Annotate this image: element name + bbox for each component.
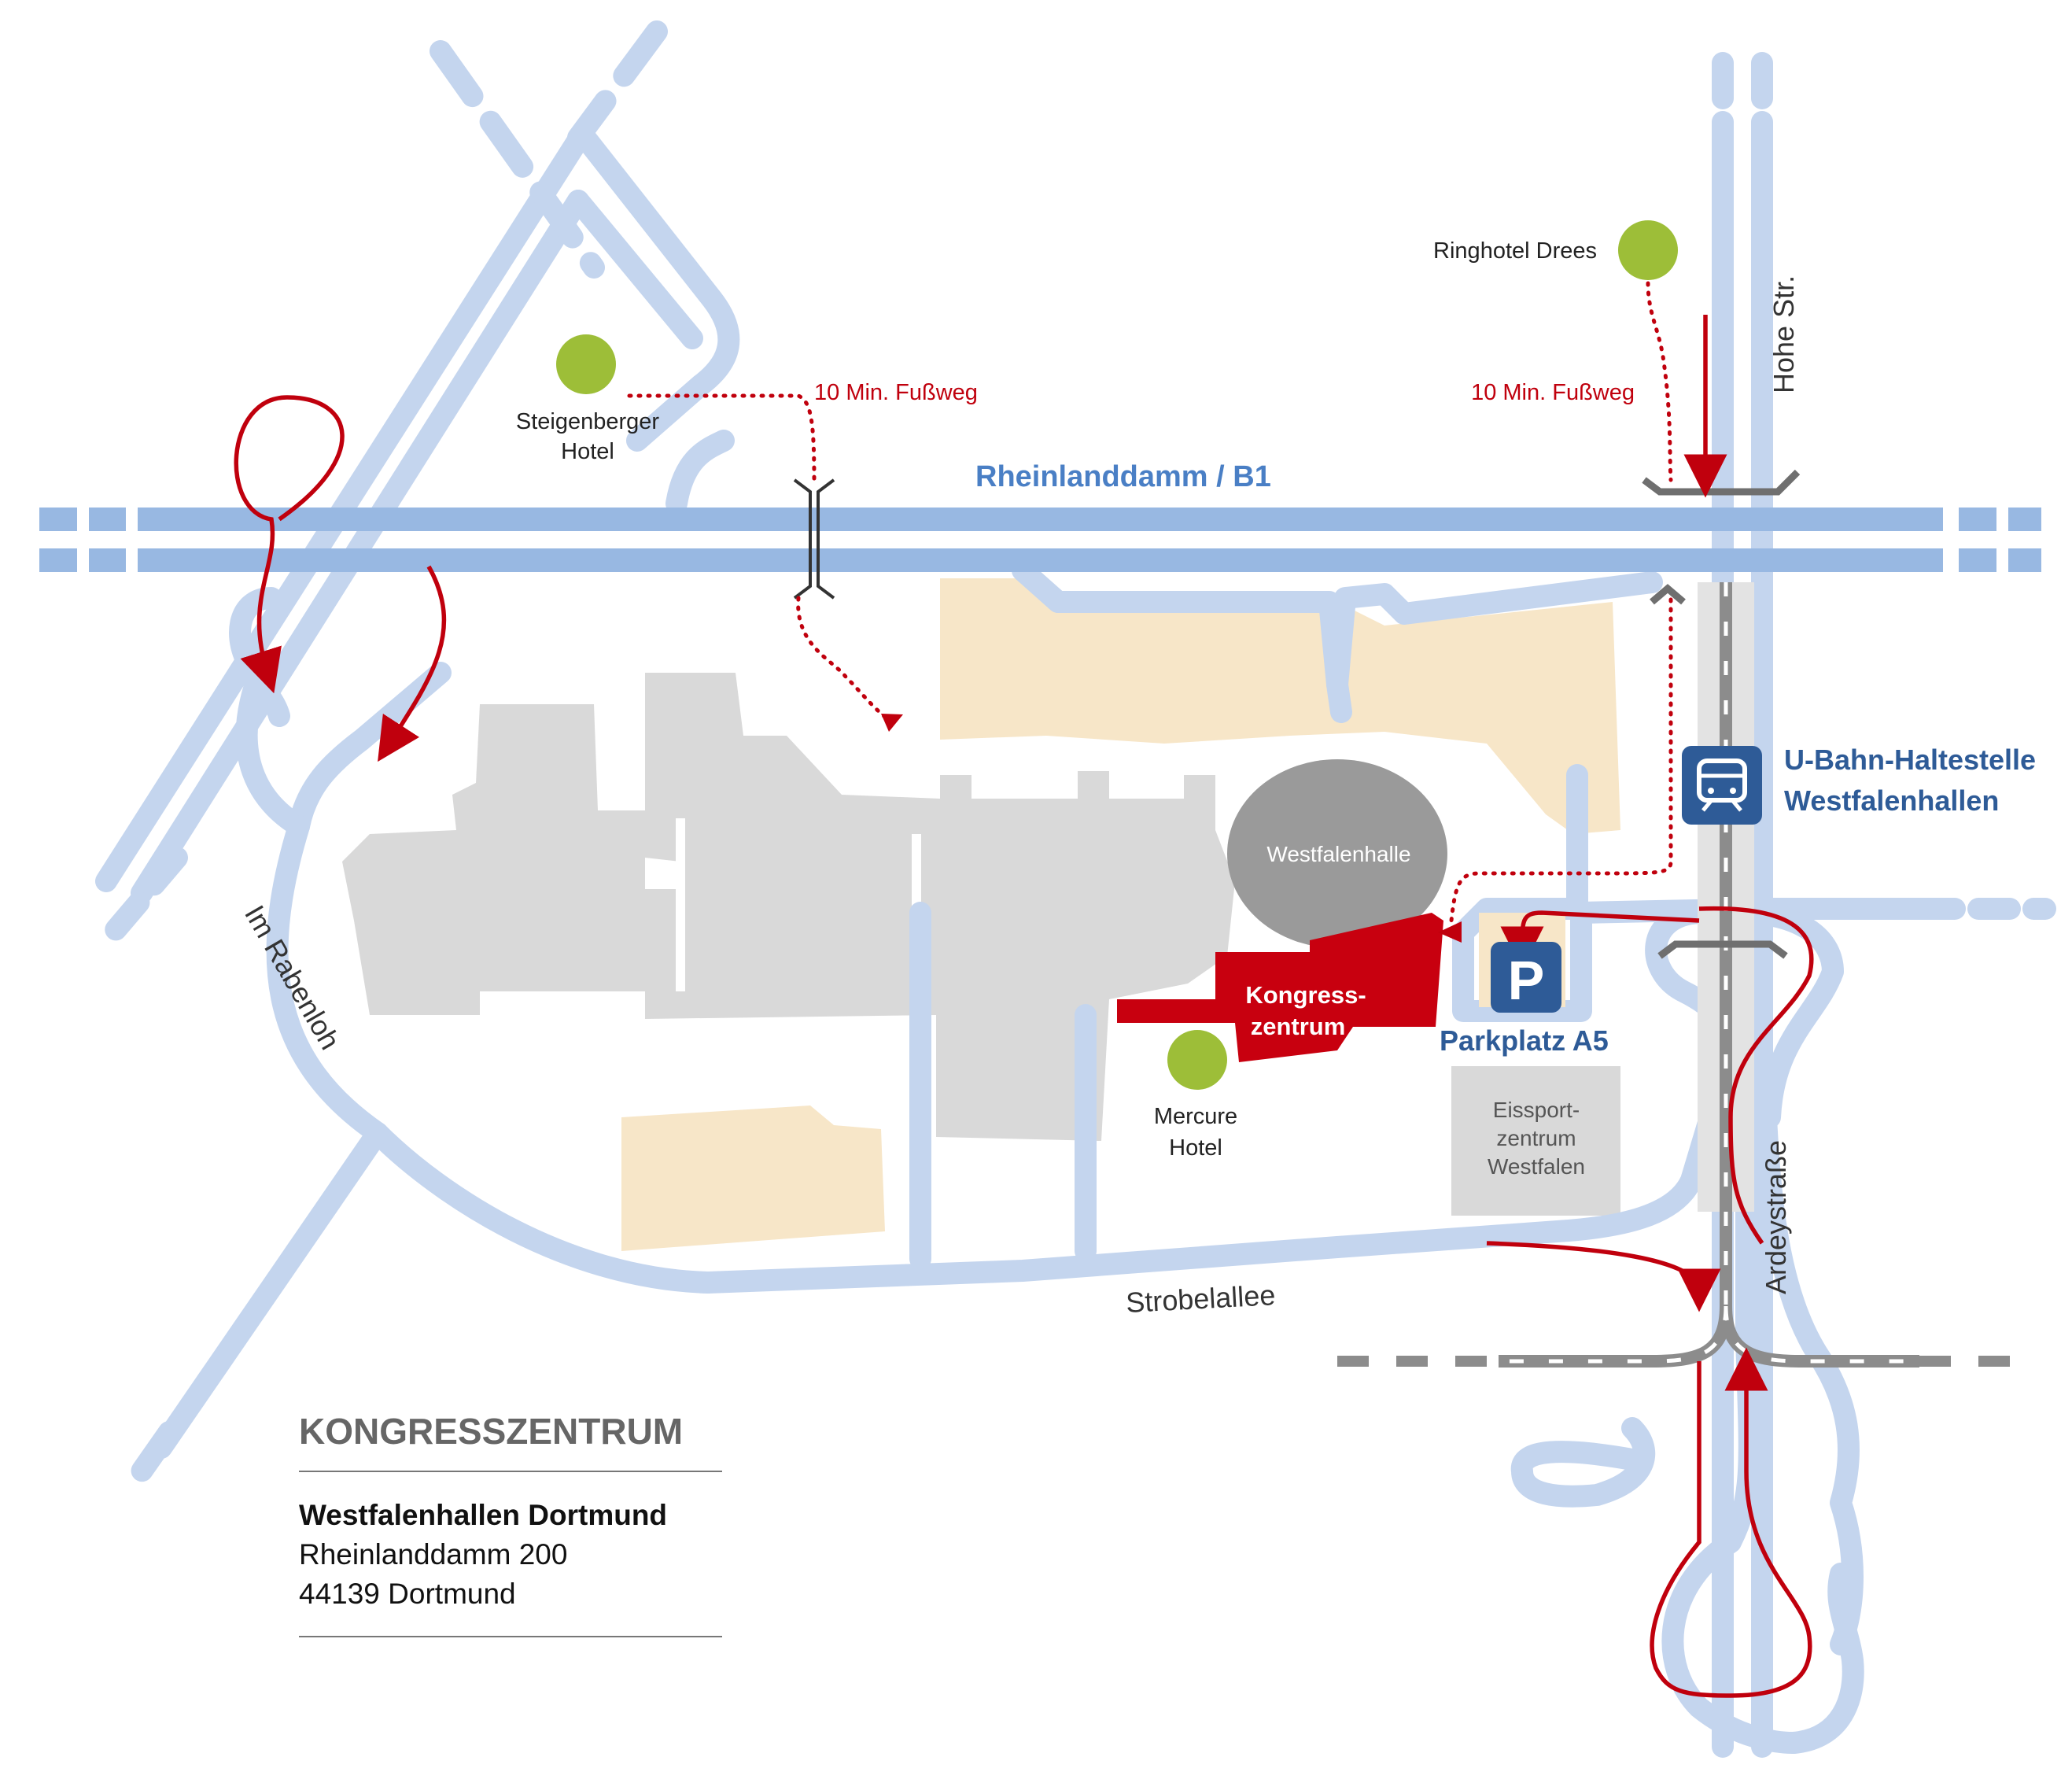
- kongress-label-1: Kongress-: [1245, 981, 1366, 1009]
- address-street: Rheinlanddamm 200: [299, 1538, 567, 1571]
- route-strobel: [1486, 1241, 1721, 1312]
- mercure-hotel-marker: [1167, 1030, 1227, 1090]
- address-heading: KONGRESSZENTRUM: [299, 1411, 683, 1452]
- westfalenhalle-building: [1227, 759, 1447, 948]
- road-label-strobel: Strobelallee: [1125, 1279, 1276, 1319]
- ubahn-icon: [1682, 746, 1762, 825]
- sand-areas: [621, 578, 1620, 1251]
- walk-label-left: 10 Min. Fußweg: [814, 380, 978, 405]
- route-west-exit: [378, 565, 447, 762]
- walk-paths: [627, 281, 1673, 923]
- route-ardey-loop: [1698, 906, 1814, 1245]
- parking-label: Parkplatz A5: [1440, 1024, 1609, 1057]
- steigenberger-label-1: Steigenberger: [516, 409, 660, 434]
- ringhotel-marker: [1618, 220, 1678, 280]
- road-label-ardey: Ardeystraße: [1760, 1140, 1792, 1294]
- hall-gap: [645, 858, 680, 889]
- mercure-label-1: Mercure: [1154, 1104, 1237, 1129]
- eissport-label-2: zentrum: [1496, 1126, 1576, 1150]
- main-road-b1: [39, 508, 2041, 572]
- buildings: [342, 673, 1620, 1216]
- eissport-label-1: Eissport-: [1493, 1098, 1580, 1122]
- kongresszentrum-building: [1117, 913, 1443, 1062]
- ringhotel-label: Ringhotel Drees: [1433, 238, 1597, 264]
- main-hall-complex: [342, 673, 1235, 1141]
- ubahn-label-2: Westfalenhallen: [1784, 784, 1999, 817]
- route-loop-west: [234, 395, 345, 694]
- roads-light: [95, 20, 2056, 1768]
- eissport-label-3: Westfalen: [1488, 1154, 1585, 1179]
- road-label-rheinlanddamm: Rheinlanddamm / B1: [975, 460, 1271, 493]
- address-city: 44139 Dortmund: [299, 1578, 516, 1610]
- walk-label-right: 10 Min. Fußweg: [1471, 380, 1635, 405]
- routes: [234, 315, 1814, 1698]
- mercure-label-2: Hotel: [1169, 1135, 1222, 1161]
- route-south-loop-down: [1650, 1347, 1812, 1698]
- ubahn-label-1: U-Bahn-Haltestelle: [1784, 744, 2036, 776]
- sand-area-north: [940, 578, 1620, 834]
- rail-band: [1337, 582, 2037, 1368]
- eissport-building: [1451, 1066, 1620, 1216]
- parking-symbol: P: [1508, 950, 1545, 1011]
- map-labels: Rheinlanddamm / B1 Hohe Str. Im Rabenloh…: [238, 238, 2036, 1319]
- address-name: Westfalenhallen Dortmund: [299, 1499, 667, 1531]
- road-label-hohe: Hohe Str.: [1768, 275, 1800, 393]
- walk-arrow-right: [1438, 921, 1462, 943]
- address-block: KONGRESSZENTRUM Westfalenhallen Dortmund…: [299, 1411, 722, 1637]
- parking-icon: P: [1491, 942, 1561, 1013]
- route-parking: [1500, 910, 1700, 970]
- steigenberger-hotel-marker: [556, 334, 616, 394]
- westfalenhalle-label: Westfalenhalle: [1266, 842, 1410, 866]
- walk-arrow-left: [881, 714, 903, 732]
- sand-area-south: [621, 1105, 885, 1251]
- steigenberger-label-2: Hotel: [561, 439, 614, 464]
- kongress-label-2: zentrum: [1251, 1013, 1346, 1040]
